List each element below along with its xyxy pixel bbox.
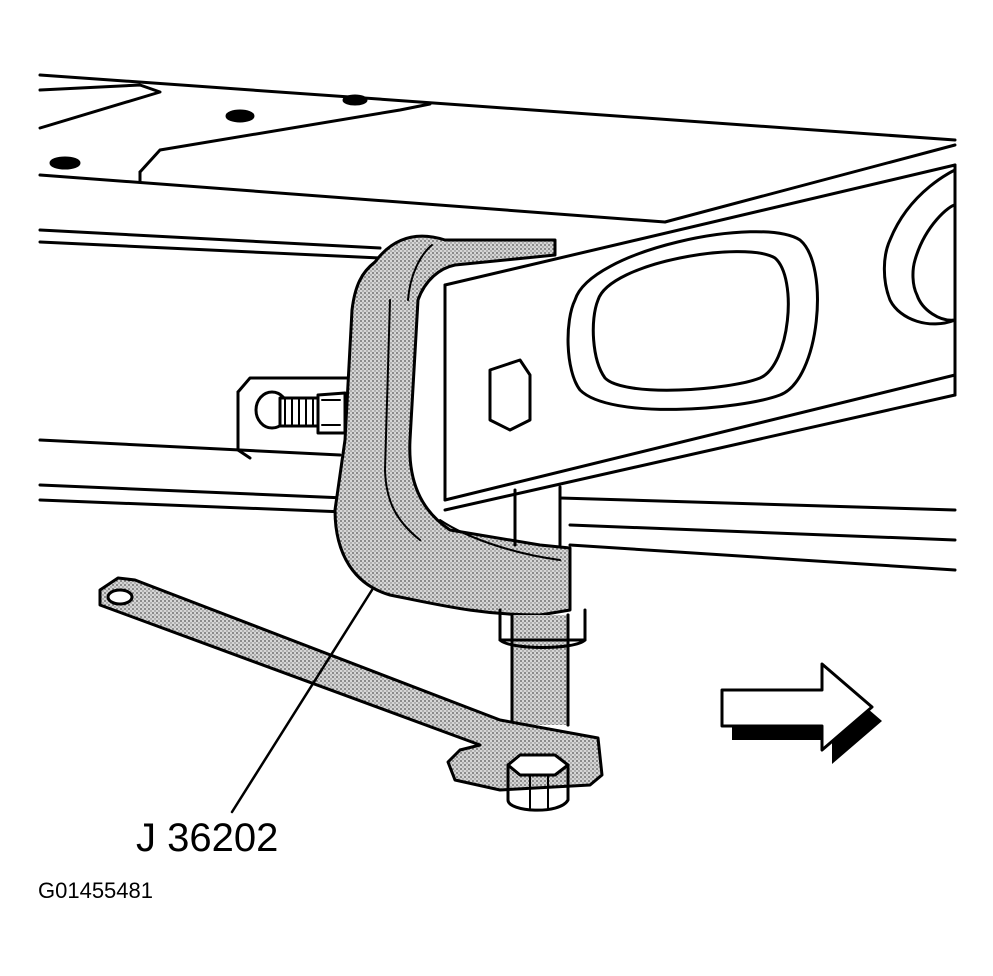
c-clamp-tool [333, 234, 572, 617]
direction-arrow-icon [720, 662, 882, 764]
leader-line [230, 588, 374, 814]
handle-bar [98, 576, 604, 812]
screw-shaft [498, 485, 587, 727]
figure-code: G01455481 [38, 878, 153, 903]
side-rail [38, 228, 957, 572]
bracket-plate [236, 376, 352, 460]
crossmember [443, 163, 957, 512]
tool-number-label: J 36202 [136, 816, 279, 860]
upper-frame-plate [38, 73, 957, 224]
